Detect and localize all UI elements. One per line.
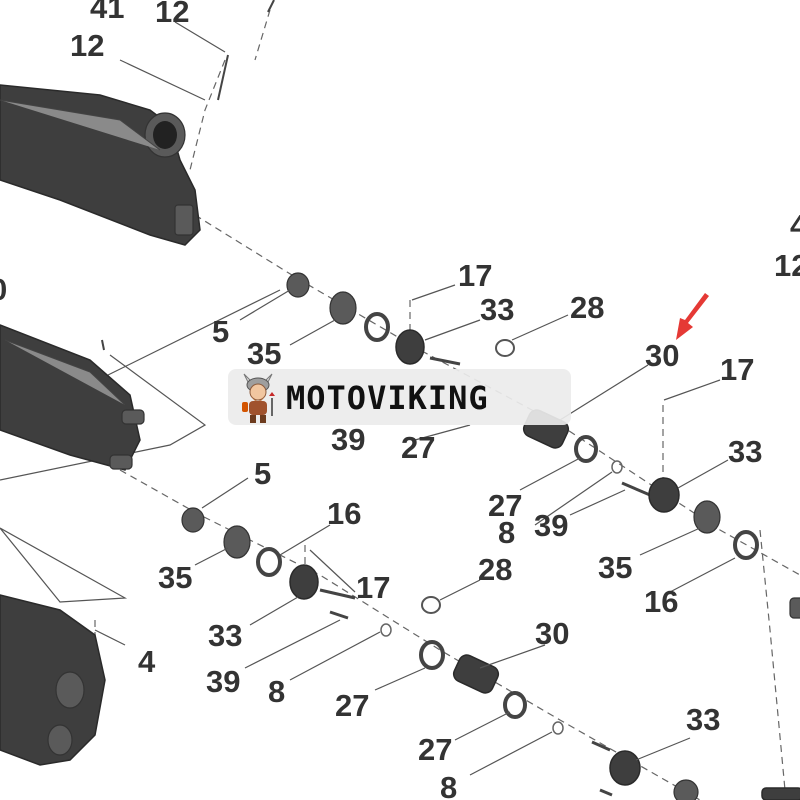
callout-27-lower: 27 xyxy=(335,688,369,723)
callout-28: 28 xyxy=(570,290,604,325)
callout-8-mid: 8 xyxy=(498,515,515,550)
callout-27: 27 xyxy=(401,430,435,465)
callout-30-highlighted: 30 xyxy=(645,338,679,373)
callout-35: 35 xyxy=(247,336,281,371)
callout-35-lower: 35 xyxy=(158,560,192,595)
callout-12: 12 xyxy=(70,28,104,63)
callout-17-lower: 17 xyxy=(356,570,390,605)
callout-5: 5 xyxy=(212,314,229,349)
middle-cooler-part xyxy=(0,324,145,471)
small-parts xyxy=(101,0,800,800)
callout-39: 39 xyxy=(331,422,365,457)
callout-35-right: 35 xyxy=(598,550,632,585)
callout-27-bottom: 27 xyxy=(418,732,452,767)
callout-30-lower: 30 xyxy=(535,616,569,651)
callout-33-bottom: 33 xyxy=(686,702,720,737)
callout-28-lower: 28 xyxy=(478,552,512,587)
callout-17-right: 17 xyxy=(720,352,754,387)
watermark-banner xyxy=(228,369,571,425)
callout-16: 16 xyxy=(327,496,361,531)
callout-4: 4 xyxy=(138,644,156,679)
callout-33-right: 33 xyxy=(728,434,762,469)
callout-39-mid: 39 xyxy=(534,508,568,543)
callout-39-lower: 39 xyxy=(206,664,240,699)
callout-17: 17 xyxy=(458,258,492,293)
callout-16-right: 16 xyxy=(644,584,678,619)
callout-0-edge: 0 xyxy=(0,272,7,307)
watermark-text: MOTOVIKING xyxy=(286,379,489,417)
upper-tank-part xyxy=(0,84,201,246)
callout-12-edge: 12 xyxy=(774,248,800,283)
callout-8-lower: 8 xyxy=(268,674,285,709)
callout-27-mid: 27 xyxy=(488,488,522,523)
lower-block-part xyxy=(0,594,106,766)
callout-12-top: 12 xyxy=(155,0,189,29)
callout-33: 33 xyxy=(480,292,514,327)
callout-8-bottom: 8 xyxy=(440,770,457,800)
callout-41: 41 xyxy=(90,0,124,25)
callout-33-lower: 33 xyxy=(208,618,242,653)
highlight-arrow-icon xyxy=(676,293,709,340)
callout-5-lower: 5 xyxy=(254,456,271,491)
viking-mascot-icon xyxy=(242,373,275,423)
callout-leaders xyxy=(94,21,736,776)
callout-4-edge: 4 xyxy=(790,208,800,243)
